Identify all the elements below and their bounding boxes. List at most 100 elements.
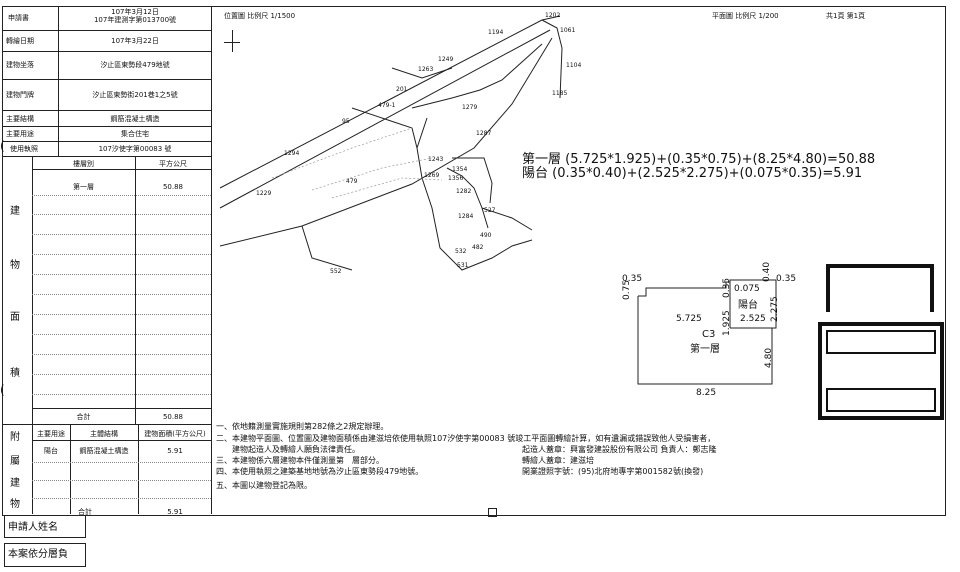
bracket-mark: ( (0, 139, 5, 153)
header-area: 平方公尺 (159, 160, 187, 168)
label-application: 申請書 (8, 14, 29, 22)
floor-label: 第一層 (690, 344, 720, 355)
lot-number: 490 (480, 232, 492, 239)
note-line: 建物起造人及轉繪人願負法律責任。 (216, 445, 360, 454)
lot-number: 1263 (418, 66, 434, 73)
dim-label: 1.925 (722, 310, 732, 336)
value-location: 汐止區東勢段479地號 (100, 61, 170, 69)
label-location: 建物坐落 (6, 61, 34, 69)
value-address: 汐止區東勢街201巷1之5號 (92, 91, 178, 99)
attached-vertical-3: 建 (10, 478, 20, 489)
vertical-char-4: 積 (10, 368, 20, 379)
attached-total-value: 5.91 (167, 508, 183, 516)
header-floor: 樓層別 (73, 160, 94, 168)
lot-number: 1294 (284, 150, 300, 157)
lot-number: 1194 (488, 29, 504, 36)
lot-number: 527 (484, 207, 496, 214)
dim-label: 2.525 (740, 314, 766, 324)
lot-number: 1354 (452, 166, 468, 173)
attached-vertical-4: 物 (10, 499, 20, 510)
label-use: 主要用途 (6, 130, 34, 138)
dim-label: 0.75 (622, 279, 632, 300)
label-transfer-date: 轉繪日期 (6, 37, 34, 45)
note-line: 五、本圖以建物登記為限。 (216, 481, 312, 490)
sheet-frame (2, 6, 946, 516)
attached-total-label: 合計 (78, 508, 92, 516)
label-structure: 主要結構 (6, 115, 34, 123)
dim-label: 0.35 (776, 274, 797, 284)
seal-stamp-main (818, 322, 944, 420)
lot-number: 552 (330, 268, 342, 275)
formula-balcony: 陽台 (0.35*0.40)+(2.525*2.275)+(0.075*0.35… (522, 166, 863, 181)
floor-plan-drawing (637, 279, 777, 385)
license-line: 開業證照字號：(95)北府地專字第001582號(換發) (522, 467, 704, 476)
lot-number: 1243 (428, 156, 444, 163)
lot-number: 1185 (552, 90, 568, 97)
dim-label: 0.40 (762, 261, 772, 282)
dim-label: 8.25 (696, 388, 717, 398)
small-box-mark (488, 508, 497, 517)
lot-number: 201 (396, 86, 408, 93)
lot-number: 479-1 (378, 102, 396, 109)
total-value: 50.88 (162, 413, 184, 421)
note-line: 二、本建物平面圖、位置圖及建物面積係由建滋培依使用執照107汐使字第00083 … (216, 434, 716, 443)
total-label: 合計 (76, 413, 91, 421)
formula-floor-one: 第一層 (5.725*1.925)+(0.35*0.75)+(8.25*4.80… (522, 152, 876, 167)
label-address: 建物門牌 (6, 91, 34, 99)
dim-label: 0.35 (622, 274, 643, 284)
attached-vertical-2: 屬 (10, 456, 20, 467)
dim-label: 4.80 (764, 347, 774, 368)
partition-label: 本案依分層負 (8, 549, 68, 560)
lot-number: 1229 (256, 190, 272, 197)
note-line: 四、本使用執照之建築基地地號為汐止區東勢段479地號。 (216, 467, 424, 476)
lot-number: 1356 (448, 175, 464, 182)
attached-row-use: 陽台 (44, 447, 58, 455)
area-row-value: 50.88 (162, 183, 184, 191)
note-line: 三、本建物係六層建物本件僅測量第 層部分。 (216, 456, 384, 465)
applicant-name-row (4, 515, 86, 538)
vertical-char-1: 建 (10, 206, 20, 217)
page-info: 共1頁 第1頁 (826, 12, 866, 20)
lot-number: 482 (472, 244, 484, 251)
builder-signature-line: 起造人蓋章：興富發建設股份有限公司 負責人：鄭志隆 (522, 445, 717, 454)
attached-row-area: 5.91 (167, 447, 183, 455)
lot-number: 1279 (462, 104, 478, 111)
drafter-signature-line: 轉繪人蓋章：建滋培 (522, 456, 594, 465)
dim-label: 5.725 (676, 314, 702, 324)
attached-vertical-1: 附 (10, 432, 20, 443)
vertical-char-2: 物 (10, 260, 20, 271)
dim-label: 0.35 (722, 277, 732, 298)
attached-header-structure: 主體結構 (90, 430, 118, 438)
value-transfer-date: 107年3月22日 (111, 37, 159, 45)
site-location-map (219, 15, 563, 271)
lot-number: 1287 (476, 130, 492, 137)
bracket-mark-2: ( (0, 383, 5, 397)
lot-number: 532 (455, 248, 467, 255)
lot-number: 1249 (438, 56, 454, 63)
value-structure: 鋼筋混凝土構造 (110, 115, 160, 123)
lot-number: 1282 (456, 188, 472, 195)
location-scale: 位置圖 比例尺 1/1500 (224, 12, 296, 20)
lot-number: 1284 (458, 213, 474, 220)
lot-number: 479 (346, 178, 358, 185)
attached-row-structure: 鋼筋混凝土構造 (79, 447, 129, 455)
applicant-name-label: 申請人姓名 (8, 522, 58, 533)
area-row-floor: 第一層 (73, 183, 94, 191)
value-license: 107汐使字第00083 號 (98, 145, 172, 153)
lot-number: 1061 (560, 27, 576, 34)
lot-number: 1202 (545, 12, 561, 19)
note-line: 一、依地籍測量實施規則第282條之2規定辦理。 (216, 422, 389, 431)
partition-row (4, 543, 86, 567)
seal-stamp-top (826, 264, 934, 312)
value-application: 107年3月12日 107年建測字第013700號 (93, 8, 177, 24)
value-use: 集合住宅 (121, 130, 149, 138)
lot-number: 1104 (566, 62, 582, 69)
lot-number: 95 (342, 118, 350, 125)
dim-label: 0.075 (734, 284, 760, 294)
floor-scale: 平面圖 比例尺 1/200 (712, 12, 779, 20)
balcony-label: 陽台 (738, 300, 758, 311)
label-license: 使用執照 (10, 145, 38, 153)
attached-header-use: 主要用途 (37, 430, 65, 438)
dim-label: 2.275 (770, 296, 780, 322)
attached-header-area: 建物面積(平方公尺) (144, 430, 206, 438)
